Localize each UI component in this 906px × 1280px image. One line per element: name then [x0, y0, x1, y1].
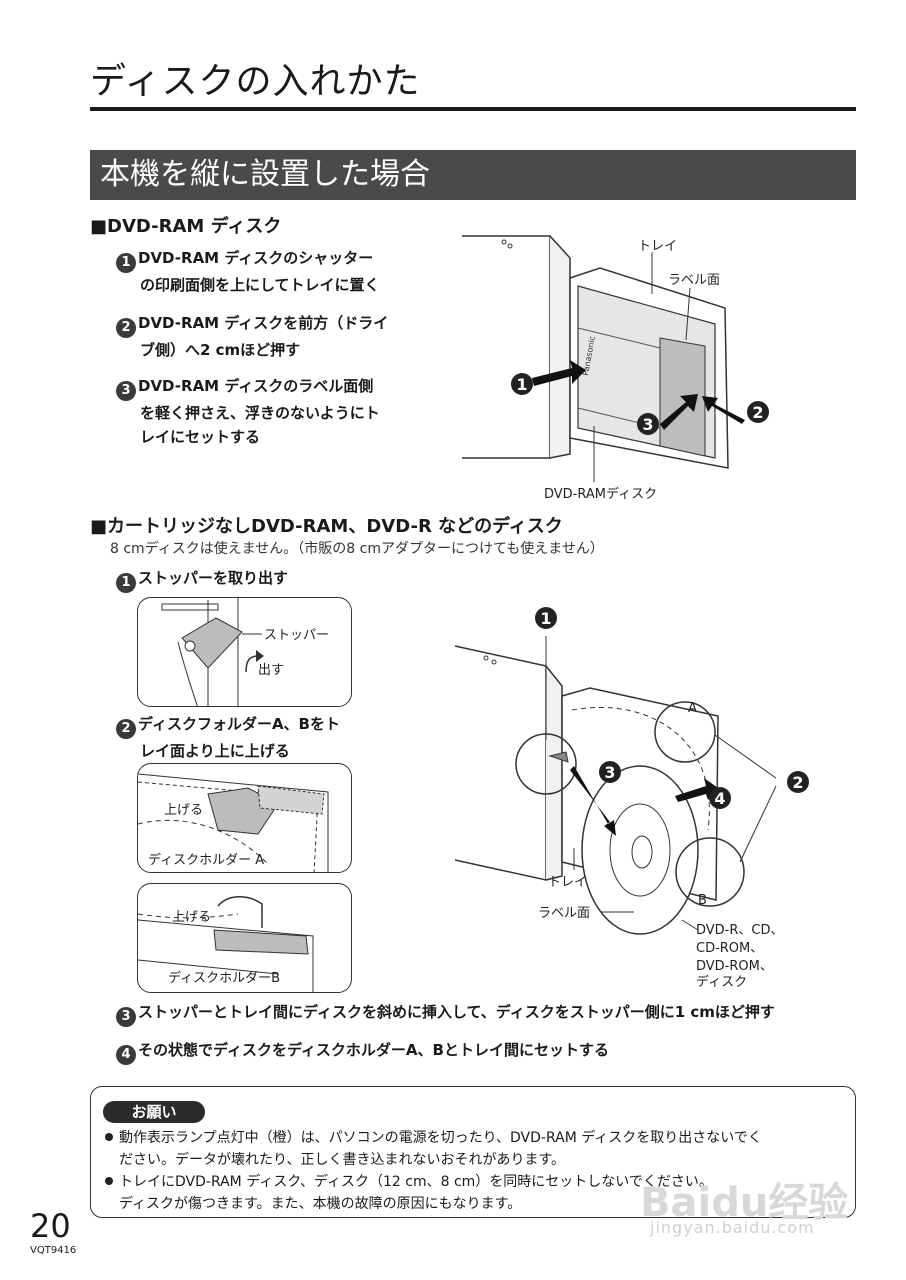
holder-a-mark: A: [688, 701, 697, 716]
disc-types-label: CD-ROM、: [696, 941, 763, 956]
ram-heading: ■DVD-RAM ディスク: [90, 216, 282, 237]
step-text: その状態でディスクをディスクホルダーA、Bとトレイ間にセットする: [138, 1041, 609, 1059]
watermark: Baidu经验: [640, 1180, 849, 1226]
fig-number: 1: [540, 609, 551, 628]
step-number: 1: [116, 253, 136, 273]
doc-code: VQT9416: [30, 1245, 77, 1256]
out-label: 出す: [258, 663, 284, 678]
holder-a-figure: 上げる ディスクホルダー A: [137, 763, 352, 873]
request-box: お願い 動作表示ランプ点灯中（橙）は、パソコンの電源を切ったり、DVD-RAM …: [90, 1086, 856, 1218]
label-side-label: ラベル面: [538, 906, 590, 921]
stopper-figure: ストッパー 出す: [137, 597, 352, 707]
request-text: トレイにDVD-RAM ディスク、ディスク（12 cm、8 cm）を同時にセット…: [119, 1174, 713, 1190]
fig-number: 3: [604, 763, 615, 782]
tray-label: トレイ: [548, 875, 587, 890]
step-text: レイにセットする: [140, 428, 261, 446]
page-title: ディスクの入れかた: [90, 61, 421, 102]
step-text: の印刷面側を上にしてトレイに置く: [140, 276, 380, 294]
holder-b-label: ディスクホルダーB: [168, 970, 280, 986]
step-number: 1: [116, 573, 136, 593]
disc-label: DVD-RAMディスク: [544, 486, 657, 502]
step-text: を軽く押さえ、浮きのないようにト: [140, 404, 380, 422]
step-number: 2: [116, 719, 136, 739]
step-text: ブ側）へ2 cmほど押す: [140, 341, 301, 359]
request-text: ださい。データが壊れたり、正しく書き込まれないおそれがあります。: [119, 1152, 566, 1168]
watermark-url: jingyan.baidu.com: [650, 1218, 815, 1237]
fig-number: 2: [752, 403, 763, 422]
raise-label: 上げる: [164, 803, 203, 818]
request-pill: お願い: [103, 1101, 205, 1123]
page-number: 20: [30, 1207, 71, 1245]
label-side-label: ラベル面: [668, 273, 720, 288]
step-number: 4: [116, 1045, 136, 1065]
step-number: 2: [116, 318, 136, 338]
tray-label: トレイ: [638, 239, 677, 254]
step-number: 3: [116, 1007, 136, 1027]
step-text: DVD-RAM ディスクを前方（ドライ: [138, 314, 389, 332]
ram-figure: Panasonic 1 3 2 トレイ ラベル面 DVD-RAMディスク: [460, 228, 800, 504]
bullet-icon: [105, 1177, 113, 1185]
title-rule: [90, 107, 856, 111]
holder-b-figure: 上げる ディスクホルダーB: [137, 883, 352, 993]
holder-b-mark: B: [698, 893, 707, 908]
stopper-label: ストッパー: [264, 628, 329, 643]
step-number: 3: [116, 381, 136, 401]
bullet-icon: [105, 1133, 113, 1141]
disc-types-label: DVD-R、CD、: [696, 923, 784, 938]
holder-a-label: ディスクホルダー A: [148, 852, 264, 868]
disc-types-label: DVD-ROM、: [696, 959, 773, 974]
step-text: DVD-RAM ディスクのラベル面側: [138, 377, 374, 395]
raise-label: 上げる: [172, 910, 211, 925]
fig-number: 3: [642, 415, 653, 434]
fig-number: 4: [714, 789, 725, 808]
step-text: DVD-RAM ディスクのシャッター: [138, 249, 374, 267]
request-text: ディスクが傷つきます。また、本機の故障の原因にもなります。: [119, 1196, 522, 1212]
disc-insert-figure: A B 1 3 4 2 トレイ ラベル面 DVD-R、CD、 CD-ROM、 D…: [450, 600, 820, 990]
step-text: ストッパーとトレイ間にディスクを斜めに挿入して、ディスクをストッパー側に1 cm…: [138, 1003, 775, 1021]
step-text: ストッパーを取り出す: [138, 569, 289, 587]
step-text: ディスクフォルダーA、Bをト: [138, 715, 340, 733]
request-item-2: トレイにDVD-RAM ディスク、ディスク（12 cm、8 cm）を同時にセット…: [105, 1171, 845, 1215]
step-text: レイ面より上に上げる: [140, 742, 290, 760]
fig-number: 1: [516, 375, 527, 394]
fig-number: 2: [792, 773, 803, 792]
cd-heading: ■カートリッジなしDVD-RAM、DVD-R などのディスク: [90, 516, 563, 537]
request-text: 動作表示ランプ点灯中（橙）は、パソコンの電源を切ったり、DVD-RAM ディスク…: [119, 1130, 762, 1146]
section-title: 本機を縦に設置した場合: [90, 150, 856, 200]
disc-types-label: ディスク: [696, 974, 747, 990]
cd-note: 8 cmディスクは使えません。（市販の8 cmアダプターにつけても使えません）: [110, 541, 604, 557]
request-item-1: 動作表示ランプ点灯中（橙）は、パソコンの電源を切ったり、DVD-RAM ディスク…: [105, 1127, 845, 1171]
